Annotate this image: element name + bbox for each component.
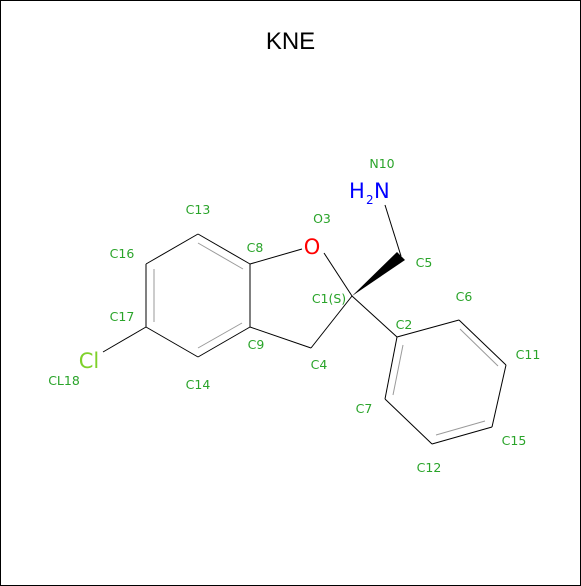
nitrogen-h-symbol: H — [349, 179, 365, 203]
bond-c14-c17 — [145, 326, 199, 358]
chlorine-symbol: Cl — [79, 349, 100, 373]
bond-c13-c8 — [197, 233, 251, 265]
atom-label-c6: C6 — [456, 289, 473, 304]
atom-label-c1: C1(S) — [312, 291, 346, 306]
atom-label-c9: C9 — [248, 337, 265, 352]
bond-c6-c11 — [458, 319, 507, 366]
atom-label-c11: C11 — [516, 347, 541, 362]
atom-label-n10: N10 — [369, 156, 394, 171]
atom-label-cl18: CL18 — [48, 373, 80, 388]
bond-c12-c7 — [384, 398, 433, 445]
bond-inner-c7-c2 — [392, 344, 404, 396]
wedge-bond-c1-c5 — [352, 252, 405, 296]
bond-c5-n10 — [384, 204, 402, 257]
bond-o3-c1 — [323, 252, 353, 297]
atom-label-c17: C17 — [110, 309, 135, 324]
bond-c4-c1 — [310, 295, 353, 349]
atom-label-c2: C2 — [396, 317, 413, 332]
bond-inner-c15-c12 — [435, 420, 486, 436]
nitrogen-subscript: 2 — [366, 193, 374, 207]
atom-label-c8: C8 — [247, 240, 264, 255]
bond-c9-c4 — [249, 326, 312, 349]
bond-inner-c9-c14 — [197, 322, 243, 349]
bond-inner-c6-c11 — [459, 328, 499, 367]
atom-label-c5: C5 — [416, 255, 433, 270]
atom-label-c15: C15 — [502, 433, 527, 448]
atom-label-o3: O3 — [313, 211, 331, 226]
bond-c17-cl18 — [102, 326, 147, 353]
bond-c2-c6 — [396, 319, 460, 338]
bond-c7-c2 — [384, 336, 398, 400]
bond-inner-c13-c8 — [197, 242, 244, 270]
nitrogen-symbol: N — [374, 179, 390, 203]
bond-c8-o3 — [249, 248, 303, 265]
atom-label-c16: C16 — [110, 246, 135, 261]
molecule-title: KNE — [265, 28, 316, 55]
atom-label-c14: C14 — [186, 377, 211, 392]
bond-c11-c15 — [491, 364, 507, 428]
oxygen-symbol: O — [304, 235, 321, 259]
bond-c9-c14 — [197, 326, 251, 358]
bond-c15-c12 — [431, 426, 493, 445]
atom-label-c4: C4 — [311, 357, 328, 372]
bond-c16-c13 — [145, 233, 199, 265]
atom-label-c7: C7 — [356, 401, 373, 416]
bond-c1-c2 — [351, 295, 398, 338]
atom-label-c12: C12 — [417, 460, 442, 475]
atom-label-c13: C13 — [186, 202, 211, 217]
